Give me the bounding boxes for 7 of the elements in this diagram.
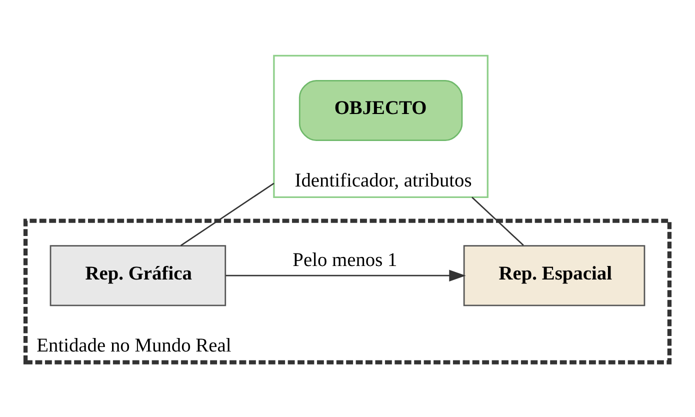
arrow bbox=[226, 269, 466, 281]
edge-label: Pelo menos 1 bbox=[292, 250, 398, 271]
node-box: OBJECTO bbox=[298, 79, 463, 140]
connector bbox=[472, 196, 524, 246]
node-box: Rep. Espacial bbox=[463, 244, 646, 306]
connector bbox=[180, 182, 274, 246]
node-box: Rep. Gráfica bbox=[50, 244, 226, 306]
